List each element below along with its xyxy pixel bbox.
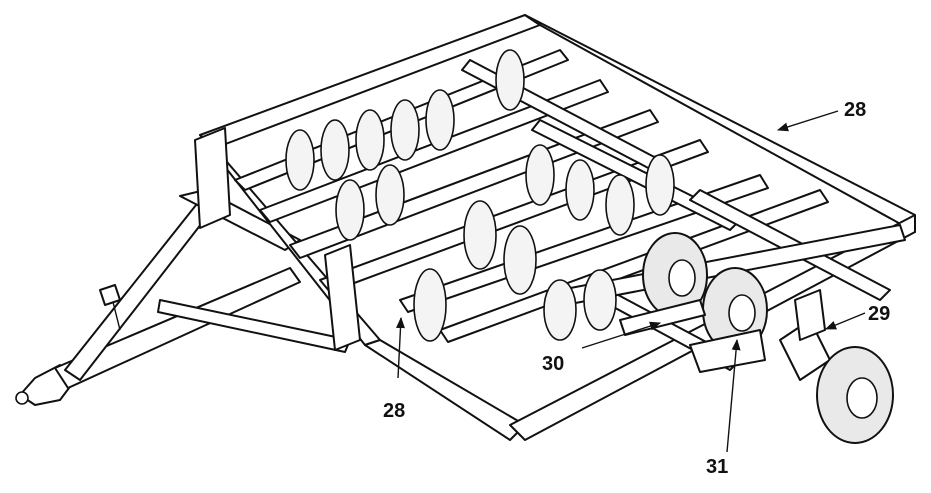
callout-30: 30 [542, 321, 662, 375]
callout-label-31: 31 [706, 456, 728, 478]
callout-28-top: 28 [776, 99, 866, 132]
center-transport-wheels [619, 232, 768, 373]
disc-gang-front [413, 200, 617, 342]
hitch-tongue [15, 189, 351, 406]
callout-29: 29 [824, 303, 890, 330]
callout-label-29: 29 [868, 303, 890, 325]
callout-31: 31 [706, 338, 741, 478]
callout-label-28-top: 28 [844, 99, 866, 121]
gauge-wheel-assembly [779, 289, 894, 444]
callout-28-bottom: 28 [383, 316, 405, 422]
disc-gang-middle [335, 144, 675, 241]
callout-label-28-bottom: 28 [383, 400, 405, 422]
disc-gang-rear [285, 49, 525, 191]
callout-label-30: 30 [542, 353, 564, 375]
